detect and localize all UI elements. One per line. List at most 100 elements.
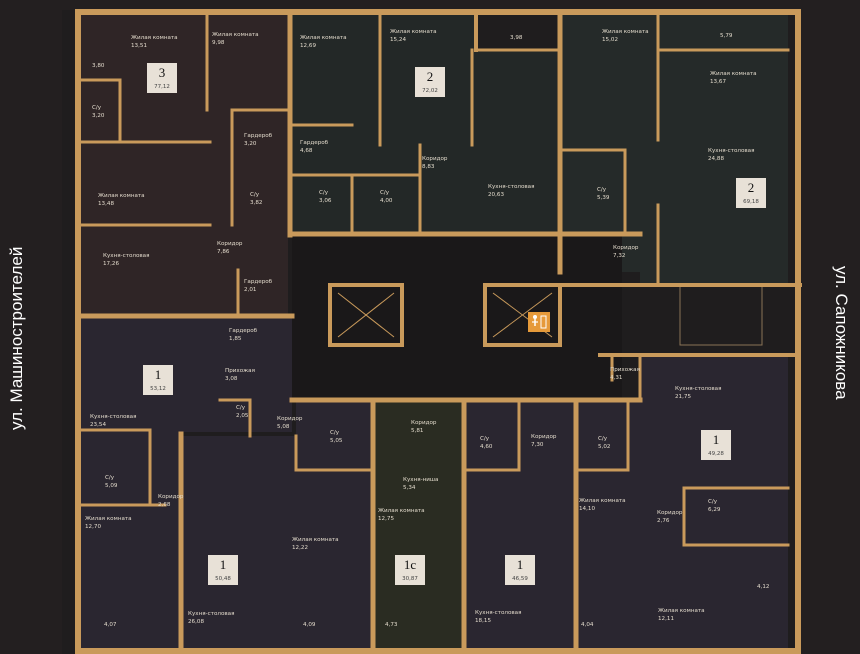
room-area: 26,08 <box>188 619 204 625</box>
room-area: 12,70 <box>85 524 101 530</box>
room-label: 4,04 <box>581 622 594 628</box>
room-area: 4,04 <box>581 622 594 628</box>
room-name: Жилая комната <box>390 29 437 35</box>
room-name: С/у <box>319 190 329 196</box>
room-label: С/у5,09 <box>105 475 118 489</box>
room-name: Гардероб <box>244 279 273 285</box>
room-area: 12,69 <box>300 43 316 49</box>
room-area: 5,34 <box>403 485 416 491</box>
apartment-badge[interactable]: 272,02 <box>415 67 445 97</box>
room-name: С/у <box>597 187 607 193</box>
room-area: 5,39 <box>597 195 610 201</box>
room-name: Коридор <box>411 420 437 426</box>
room-name: Прихожая <box>610 367 640 373</box>
room-label: С/у3,20 <box>92 105 105 119</box>
room-label: С/у 5,39 <box>597 187 610 201</box>
room-label: 5,79 <box>720 33 733 39</box>
room-area: 15,24 <box>390 37 406 43</box>
room-name: Коридор <box>613 245 639 251</box>
room-name: Коридор <box>422 156 448 162</box>
room-label: Коридор 2,76 <box>657 510 683 524</box>
room-name: С/у <box>92 105 102 111</box>
room-area: 5,08 <box>277 424 290 430</box>
room-name: Жилая комната <box>292 537 339 543</box>
street-left: ул. Машиностроителей <box>7 247 26 430</box>
apartment-area: 30,87 <box>402 576 418 582</box>
room-area: 2,01 <box>244 287 257 293</box>
room-name: Кухня-столовая <box>488 184 534 190</box>
room-area: 20,63 <box>488 192 504 198</box>
room-name: С/у <box>480 436 490 442</box>
apartment-badge[interactable]: 269,18 <box>736 178 766 208</box>
room-name: Коридор <box>657 510 683 516</box>
room-label: С/у6,29 <box>708 499 721 513</box>
room-area: 18,15 <box>475 618 491 624</box>
room-label: С/у4,00 <box>380 190 393 204</box>
room-area: 3,06 <box>319 198 332 204</box>
apartment-number: 2 <box>748 180 755 195</box>
apartment-badge[interactable]: 150,48 <box>208 555 238 585</box>
room-label: 4,73 <box>385 622 398 628</box>
apartment-badge[interactable]: 377,12 <box>147 63 177 93</box>
room-name: С/у <box>598 436 608 442</box>
room-name: Жилая комната <box>710 71 757 77</box>
room-name: Кухня-столовая <box>90 414 136 420</box>
room-area: 3,98 <box>510 35 523 41</box>
room-name: Жилая комната <box>378 508 425 514</box>
room-label: 4,09 <box>303 622 316 628</box>
room-name: Кухня-столовая <box>675 386 721 392</box>
apartment-number: 2 <box>427 69 434 84</box>
apartment-number: 3 <box>159 65 166 80</box>
walls <box>75 9 802 654</box>
room-area: 5,09 <box>105 483 118 489</box>
room-label: Жилая комната 15,24 <box>390 29 437 43</box>
apartment-fills <box>78 15 788 649</box>
apartment-badge[interactable]: 149,28 <box>701 430 731 460</box>
room-area: 4,07 <box>104 622 117 628</box>
room-area: 3,08 <box>225 376 238 382</box>
room-area: 13,48 <box>98 201 114 207</box>
room-area: 4,00 <box>380 198 393 204</box>
room-name: С/у <box>330 430 340 436</box>
room-label: С/у5,02 <box>598 436 610 450</box>
room-name: С/у <box>708 499 718 505</box>
apartment-badge[interactable]: 153,12 <box>143 365 173 395</box>
room-area: 7,30 <box>531 442 544 448</box>
room-name: Кухня-ниша <box>403 477 438 483</box>
room-area: 12,22 <box>292 545 308 551</box>
room-label: Жилая комната 12,22 <box>292 537 339 551</box>
room-name: Коридор <box>277 416 303 422</box>
room-area: 5,05 <box>330 438 343 444</box>
room-name: Кухня-столовая <box>475 610 521 616</box>
room-area: 2,68 <box>158 502 171 508</box>
room-area: 12,11 <box>658 616 674 622</box>
room-label: Кухня-столовая 20,63 <box>488 184 534 198</box>
room-name: Гардероб <box>244 133 273 139</box>
room-area: 4,60 <box>480 444 493 450</box>
room-label: 4,12 <box>757 584 769 590</box>
apartment-badge[interactable]: 146,59 <box>505 555 535 585</box>
room-area: 13,51 <box>131 43 147 49</box>
room-name: Жилая комната <box>212 32 259 38</box>
room-area: 3,82 <box>250 200 262 206</box>
room-area: 2,76 <box>657 518 670 524</box>
room-area: 3,80 <box>92 63 105 69</box>
room-area: 21,75 <box>675 394 691 400</box>
apartment-number: 1 <box>713 432 720 447</box>
